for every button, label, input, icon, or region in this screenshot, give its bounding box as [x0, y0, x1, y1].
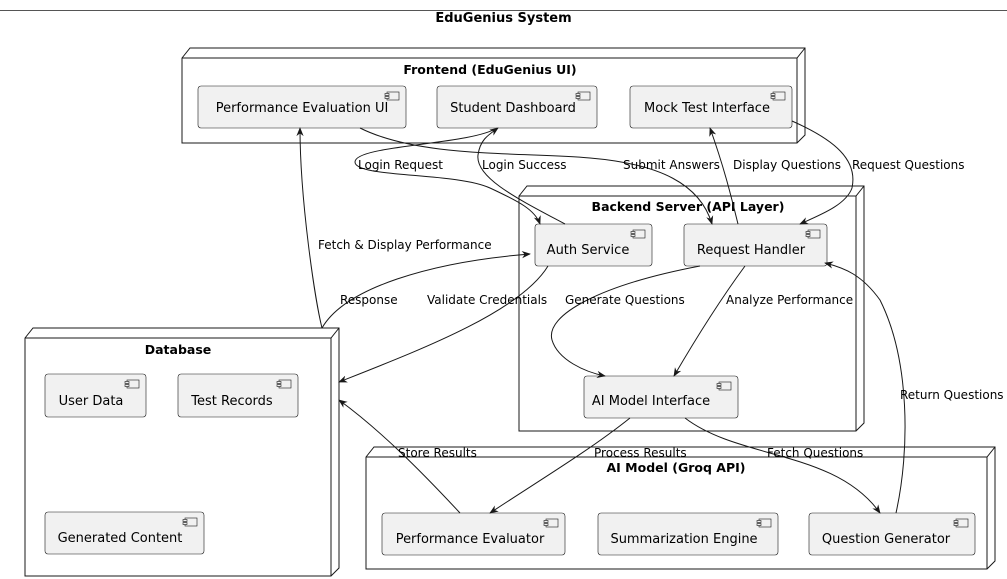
edge-request-questions: [791, 120, 854, 225]
edge-fetch-questions: [684, 417, 881, 514]
edge-label-generate-questions: Generate Questions: [565, 293, 685, 307]
edge-label-login-success: Login Success: [482, 158, 567, 172]
edge-label-process-results: Process Results: [594, 446, 687, 460]
edge-label-fetch-display-performance: Fetch & Display Performance: [318, 238, 492, 252]
component-label: Test Records: [190, 394, 273, 409]
component-label: Mock Test Interface: [644, 101, 770, 116]
component-ai-model-interface[interactable]: AI Model Interface: [583, 375, 739, 419]
backend-node-title: Backend Server (API Layer): [592, 199, 785, 214]
edge-label-submit-answers: Submit Answers: [623, 158, 720, 172]
component-mock-test-interface[interactable]: Mock Test Interface: [629, 85, 793, 129]
ai-model-node-title: AI Model (Groq API): [607, 460, 746, 475]
component-test-records[interactable]: Test Records: [177, 373, 299, 418]
edge-label-display-questions: Display Questions: [733, 158, 841, 172]
component-label: Generated Content: [58, 531, 183, 546]
component-generated-content[interactable]: Generated Content: [44, 511, 205, 555]
database-node-title: Database: [145, 342, 212, 357]
edge-return-questions: [824, 261, 906, 514]
edge-submit-answers: [359, 127, 714, 225]
component-performance-evaluator[interactable]: Performance Evaluator: [381, 512, 566, 556]
edge-display-questions: [709, 127, 739, 225]
edge-analyze-performance: [673, 265, 746, 377]
diagram-title: EduGenius System: [435, 11, 572, 26]
edge-store-results: [338, 399, 461, 514]
edge-label-store-results: Store Results: [398, 446, 477, 460]
edge-generate-questions: [550, 265, 701, 378]
edge-label-return-questions: Return Questions: [900, 388, 1004, 402]
component-user-data[interactable]: User Data: [44, 373, 147, 418]
edge-label-request-questions: Request Questions: [852, 158, 964, 172]
edge-login-success: [477, 127, 566, 225]
component-label: User Data: [59, 394, 124, 409]
component-label: Auth Service: [547, 243, 630, 258]
edge-validate-credentials: [338, 265, 549, 383]
component-label: Summarization Engine: [610, 532, 757, 547]
component-question-generator[interactable]: Question Generator: [808, 512, 976, 556]
component-label: Student Dashboard: [450, 101, 576, 116]
diagram-frame-top: [0, 10, 1007, 11]
component-label: Performance Evaluator: [396, 532, 545, 547]
edge-label-fetch-questions: Fetch Questions: [767, 446, 863, 460]
edge-login-request: [354, 127, 541, 225]
component-student-dashboard[interactable]: Student Dashboard: [436, 85, 598, 129]
component-request-handler[interactable]: Request Handler: [683, 223, 828, 267]
edge-process-results: [489, 417, 631, 514]
edge-response: [321, 251, 531, 329]
component-label: Request Handler: [697, 243, 806, 258]
component-summarization-engine[interactable]: Summarization Engine: [597, 512, 779, 556]
frontend-node-title: Frontend (EduGenius UI): [403, 62, 576, 77]
edge-label-login-request: Login Request: [358, 158, 443, 172]
edge-label-response: Response: [340, 293, 398, 307]
component-performance-evaluation-ui[interactable]: Performance Evaluation UI: [197, 85, 407, 129]
component-label: Question Generator: [822, 532, 951, 547]
edge-fetch-display-performance: [296, 127, 323, 329]
edge-label-validate-credentials: Validate Credentials: [427, 293, 547, 307]
component-auth-service[interactable]: Auth Service: [534, 223, 653, 267]
component-label: Performance Evaluation UI: [216, 101, 389, 116]
component-label: AI Model Interface: [592, 394, 710, 409]
edge-label-analyze-performance: Analyze Performance: [726, 293, 853, 307]
